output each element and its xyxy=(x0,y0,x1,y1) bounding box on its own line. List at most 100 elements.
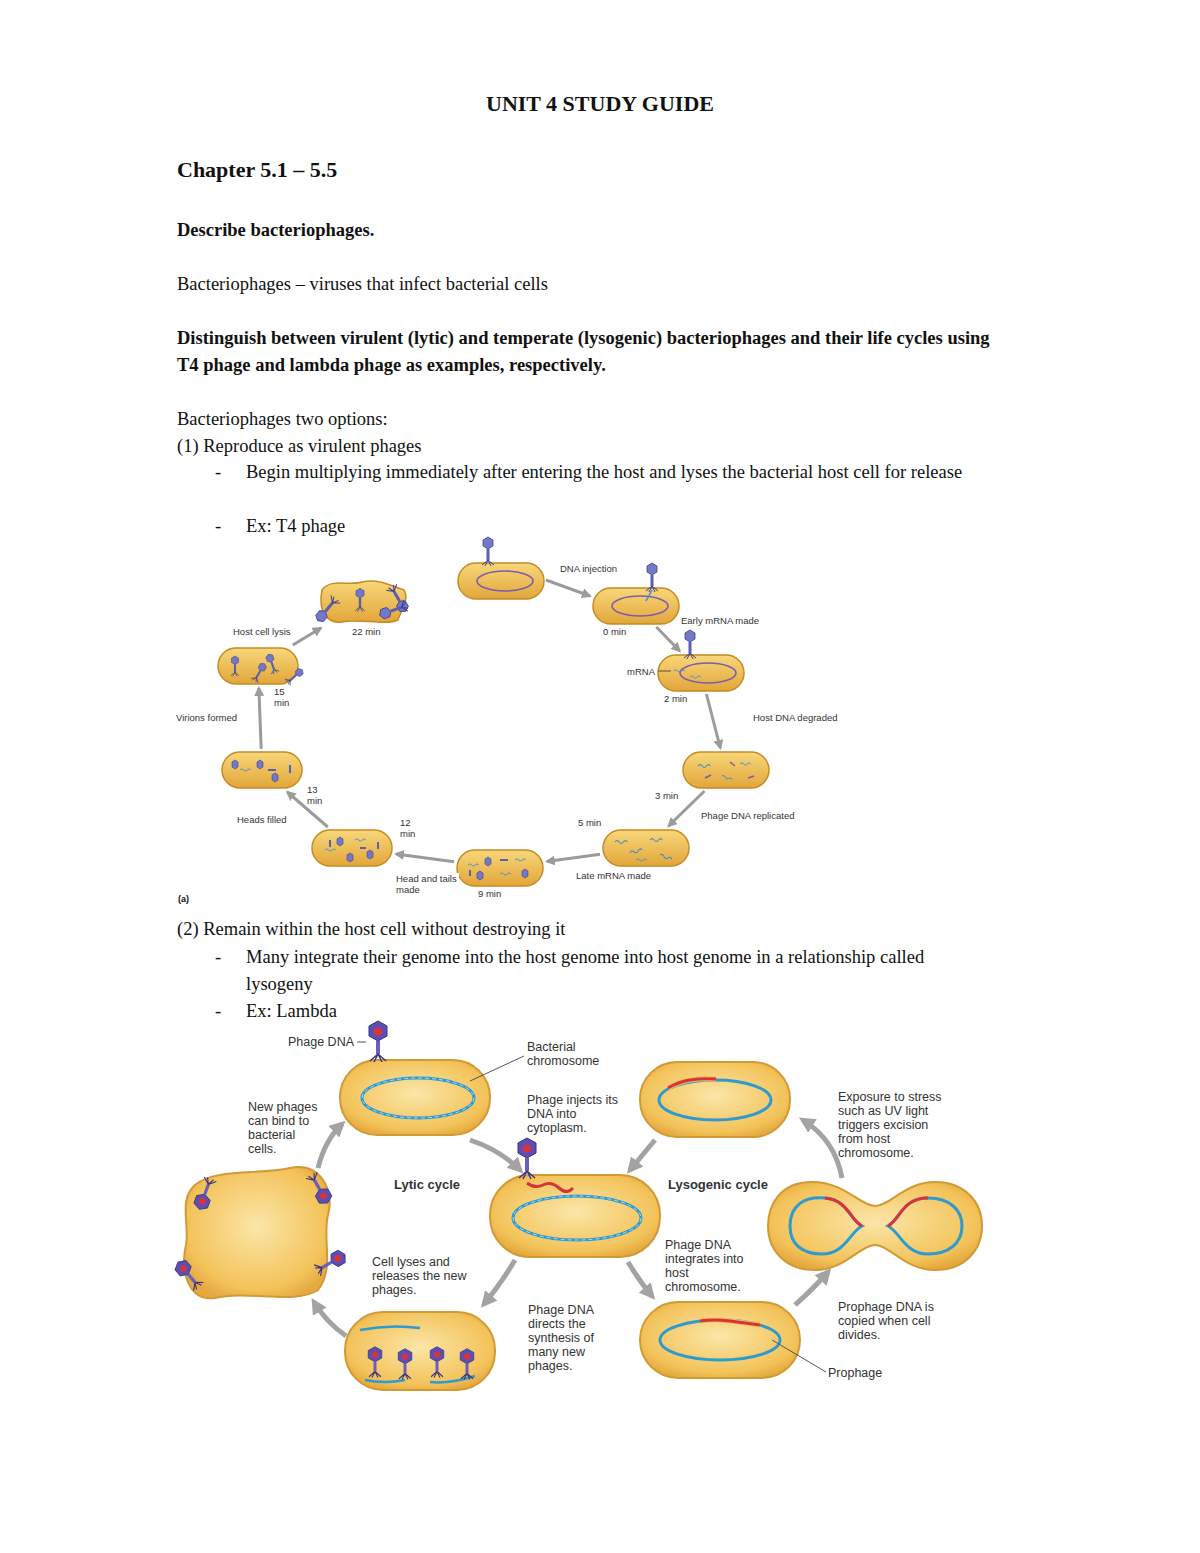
callout-text: Bacterial chromosome xyxy=(527,1040,617,1068)
t4-life-cycle-part xyxy=(347,853,353,862)
lambda-life-cycle-part xyxy=(630,1140,655,1170)
figure-tag: (a) xyxy=(178,894,189,905)
edge-label: Early mRNA made xyxy=(680,615,760,626)
t4-life-cycle-part xyxy=(477,871,483,880)
lambda-life-cycle-part xyxy=(513,1196,641,1240)
lambda-life-cycle-part xyxy=(660,1320,780,1360)
stage-arrow xyxy=(547,854,600,861)
t4-life-cycle-part xyxy=(284,667,305,686)
edge-label: Heads filled xyxy=(236,814,288,825)
t4-life-cycle-part xyxy=(272,773,278,782)
lambda-life-cycle-part xyxy=(172,1257,204,1291)
t4-life-cycle-part xyxy=(660,854,673,861)
t4-life-cycle-part xyxy=(684,630,696,659)
t4-life-cycle-part xyxy=(646,590,652,601)
t4-life-cycle-part xyxy=(470,860,508,876)
lambda-life-cycle-part xyxy=(490,1175,660,1257)
t4-life-cycle-part xyxy=(593,588,679,624)
t4-life-cycle-part xyxy=(683,752,769,788)
lambda-life-cycle-part xyxy=(318,1124,342,1168)
edge-label: Late mRNA made xyxy=(575,870,652,881)
callout-text: Cell lyses and releases the new phages. xyxy=(372,1255,467,1297)
t4-life-cycle-part xyxy=(612,596,668,616)
t4-life-cycle-part xyxy=(265,653,280,675)
lambda-life-cycle-part xyxy=(513,1196,641,1240)
t4-life-cycle-part xyxy=(231,656,239,676)
body-text: - xyxy=(215,998,221,1025)
lambda-life-cycle-part xyxy=(640,1062,790,1137)
body-text: (1) Reproduce as virulent phages xyxy=(177,433,422,460)
lambda-life-cycle-part xyxy=(314,1302,346,1336)
lambda-life-cycle-part xyxy=(790,1198,862,1254)
callout-text: Exposure to stress such as UV light trig… xyxy=(838,1090,956,1160)
lambda-life-cycle-part xyxy=(430,1347,444,1378)
lambda-life-cycle-part xyxy=(460,1349,474,1380)
t4-life-cycle-part xyxy=(646,563,658,592)
body-text: Many integrate their genome into the hos… xyxy=(246,944,946,998)
t4-life-cycle-part xyxy=(457,850,543,886)
body-text: Bacteriophages – viruses that infect bac… xyxy=(177,271,548,298)
t4-life-cycle-part xyxy=(321,581,406,622)
lambda-life-cycle-part xyxy=(825,1198,862,1226)
lambda-life-cycle xyxy=(172,1021,982,1390)
bold-heading: Describe bacteriophages. xyxy=(177,217,374,244)
t4-life-cycle-part xyxy=(257,760,263,769)
body-text: Ex: Lambda xyxy=(246,998,337,1025)
t4-life-cycle-part xyxy=(674,670,685,672)
lambda-life-cycle-part xyxy=(640,1302,800,1378)
t4-life-cycle-part xyxy=(367,850,373,859)
lambda-life-cycle-part xyxy=(484,1260,515,1304)
lambda-life-cycle-part xyxy=(345,1312,495,1390)
t4-life-cycle-part xyxy=(740,763,751,765)
callout-text: Phage DNA integrates into host chromosom… xyxy=(665,1238,745,1294)
t4-life-cycle-part xyxy=(218,648,298,684)
body-text: Bacteriophages two options: xyxy=(177,406,388,433)
lambda-life-cycle-part xyxy=(357,1042,366,1043)
lambda-life-cycle-part xyxy=(768,1182,982,1270)
lambda-life-cycle-part xyxy=(700,1320,760,1325)
t4-life-cycle-part xyxy=(325,849,336,851)
lambda-life-cycle-part xyxy=(470,1056,524,1081)
t4-life-cycle-part xyxy=(330,840,378,849)
callout-text: Prophage DNA is copied when cell divides… xyxy=(838,1300,943,1342)
t4-life-cycle-part xyxy=(603,830,689,866)
t4-life-cycle xyxy=(218,537,769,886)
t4-life-cycle-part xyxy=(222,752,302,788)
edge-label: Phage DNA replicated xyxy=(700,810,795,821)
t4-life-cycle-part xyxy=(515,859,526,861)
t4-life-cycle-part xyxy=(658,655,744,691)
time-label: 9 min xyxy=(478,888,501,899)
lambda-life-cycle-part xyxy=(803,1120,842,1178)
t4-life-cycle-part xyxy=(378,600,409,621)
lambda-life-cycle-part xyxy=(628,1262,652,1296)
t4-life-cycle-part xyxy=(458,563,544,599)
cycle-label: Lytic cycle xyxy=(394,1177,460,1192)
lambda-life-cycle-part xyxy=(668,1079,716,1088)
lambda-life-cycle-part xyxy=(772,1340,826,1372)
t4-life-cycle-part xyxy=(482,537,494,566)
callout-text: Prophage xyxy=(828,1366,882,1380)
cell-stage: 15 min xyxy=(218,648,298,684)
time-label: 5 min xyxy=(578,817,601,828)
t4-life-cycle-part xyxy=(251,662,268,684)
t4-life-cycle-part xyxy=(500,873,511,875)
t4-life-cycle-part xyxy=(522,869,528,878)
t4-life-cycle-part xyxy=(615,841,628,844)
stage-arrow xyxy=(293,628,321,645)
stage-arrow xyxy=(396,854,454,862)
t4-life-cycle-part xyxy=(355,588,365,611)
lambda-life-cycle-part xyxy=(700,1320,760,1325)
body-text: (2) Remain within the host cell without … xyxy=(177,916,565,943)
cell-stage: 0 min xyxy=(593,588,679,624)
t4-life-cycle-part xyxy=(546,580,590,596)
t4-life-cycle-part xyxy=(337,837,343,846)
cycle-label: Lysogenic cycle xyxy=(668,1177,768,1192)
lambda-life-cycle-part xyxy=(368,1347,382,1378)
lambda-life-cycle-part xyxy=(305,1171,334,1207)
cell-stage: 13 min xyxy=(222,752,302,788)
lambda-life-cycle-part xyxy=(340,1060,490,1135)
edge-label: Virions formed xyxy=(175,712,238,723)
t4-life-cycle-part xyxy=(355,839,366,841)
t4-life-cycle-part xyxy=(312,830,392,866)
cell-stage: 9 min xyxy=(457,850,543,886)
